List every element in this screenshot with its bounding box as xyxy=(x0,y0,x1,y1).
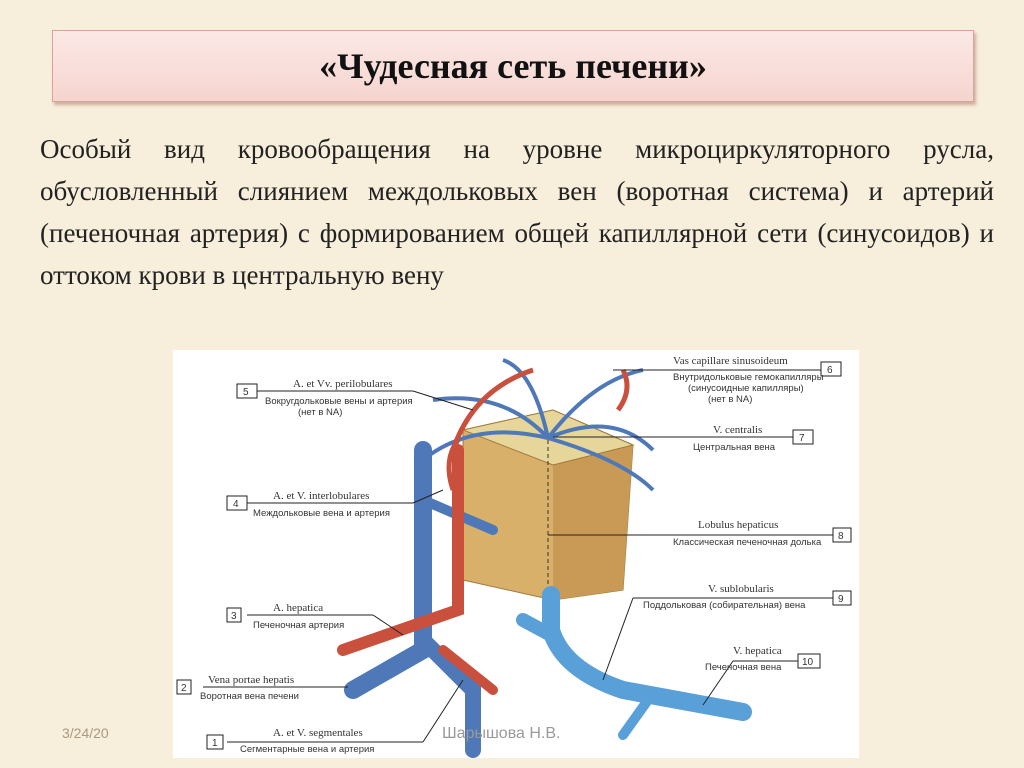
label-9: 9 V. sublobularis Поддольковая (собирате… xyxy=(643,583,852,611)
svg-text:A. et V. segmentales: A. et V. segmentales xyxy=(273,727,363,739)
svg-text:Печеночная вена: Печеночная вена xyxy=(705,662,782,673)
svg-text:A. et Vv. perilobulares: A. et Vv. perilobulares xyxy=(293,378,393,390)
svg-text:6: 6 xyxy=(827,365,833,376)
svg-text:2: 2 xyxy=(181,683,187,694)
svg-text:3: 3 xyxy=(231,611,237,622)
hepatic-vein xyxy=(516,586,752,740)
svg-text:5: 5 xyxy=(243,387,249,398)
perilobular-arteries xyxy=(446,367,630,491)
svg-text:Воротная вена печени: Воротная вена печени xyxy=(200,691,299,702)
svg-text:V. sublobularis: V. sublobularis xyxy=(708,583,774,595)
svg-text:8: 8 xyxy=(838,531,844,542)
label-8: 8 Lobulus hepaticus Классическая печеноч… xyxy=(673,519,852,548)
svg-text:(нет в NA): (нет в NA) xyxy=(708,394,752,405)
svg-text:Центральная вена: Центральная вена xyxy=(693,442,776,453)
slide-title-box: «Чудесная сеть печени» xyxy=(52,30,974,102)
svg-text:Vena portae hepatis: Vena portae hepatis xyxy=(208,674,294,686)
slide-body-text: Особый вид кровообращения на уровне микр… xyxy=(40,134,994,290)
svg-text:Внутридольковые гемокапилляры: Внутридольковые гемокапилляры xyxy=(673,372,824,383)
svg-text:Классическая печеночная долька: Классическая печеночная долька xyxy=(673,537,822,548)
liver-circulation-diagram: 5 A. et Vv. perilobulares Вокругдольковы… xyxy=(173,350,859,758)
svg-text:9: 9 xyxy=(838,594,844,605)
slide-title: «Чудесная сеть печени» xyxy=(319,46,707,86)
label-6: 6 Vas capillare sinusoideum Внутридолько… xyxy=(673,355,842,405)
svg-text:(синусоидные капилляры): (синусоидные капилляры) xyxy=(688,383,804,394)
svg-text:A. et V. interlobulares: A. et V. interlobulares xyxy=(273,490,369,502)
svg-text:A. hepatica: A. hepatica xyxy=(273,602,323,614)
svg-text:V. hepatica: V. hepatica xyxy=(733,645,782,657)
svg-text:Поддольковая (собирательная) в: Поддольковая (собирательная) вена xyxy=(643,600,806,611)
label-10: 10 V. hepatica Печеночная вена xyxy=(705,645,821,673)
sinusoid-network xyxy=(421,358,655,492)
svg-text:Сегментарные вена и артерия: Сегментарные вена и артерия xyxy=(240,744,374,755)
svg-text:1: 1 xyxy=(212,738,218,749)
svg-text:Вокругдольковые вены и артерия: Вокругдольковые вены и артерия xyxy=(265,396,413,407)
label-5: 5 A. et Vv. perilobulares Вокругдольковы… xyxy=(236,378,413,418)
hepatic-artery xyxy=(337,444,498,695)
label-7: 7 V. centralis Центральная вена xyxy=(693,424,814,453)
svg-text:Печеночная артерия: Печеночная артерия xyxy=(253,620,344,631)
svg-text:(нет в NA): (нет в NA) xyxy=(298,407,342,418)
label-2: 2 Vena portae hepatis Воротная вена пече… xyxy=(176,674,299,702)
label-3: 3 A. hepatica Печеночная артерия xyxy=(226,602,344,631)
label-4: 4 A. et V. interlobulares Междольковые в… xyxy=(226,490,390,519)
label-1: 1 A. et V. segmentales Сегментарные вена… xyxy=(206,727,374,755)
leader-lines xyxy=(203,369,833,743)
svg-text:Vas capillare sinusoideum: Vas capillare sinusoideum xyxy=(673,355,788,367)
svg-text:Lobulus hepaticus: Lobulus hepaticus xyxy=(698,519,778,531)
diagram-svg: 5 A. et Vv. perilobulares Вокругдольковы… xyxy=(176,355,852,758)
svg-text:V. centralis: V. centralis xyxy=(713,424,762,436)
svg-text:7: 7 xyxy=(799,433,805,444)
svg-text:4: 4 xyxy=(233,499,239,510)
svg-text:Междольковые вена и артерия: Междольковые вена и артерия xyxy=(253,508,390,519)
slide-author: Шарышова Н.В. xyxy=(442,725,561,742)
slide-date: 3/24/20 xyxy=(62,725,109,741)
svg-text:10: 10 xyxy=(802,657,814,668)
